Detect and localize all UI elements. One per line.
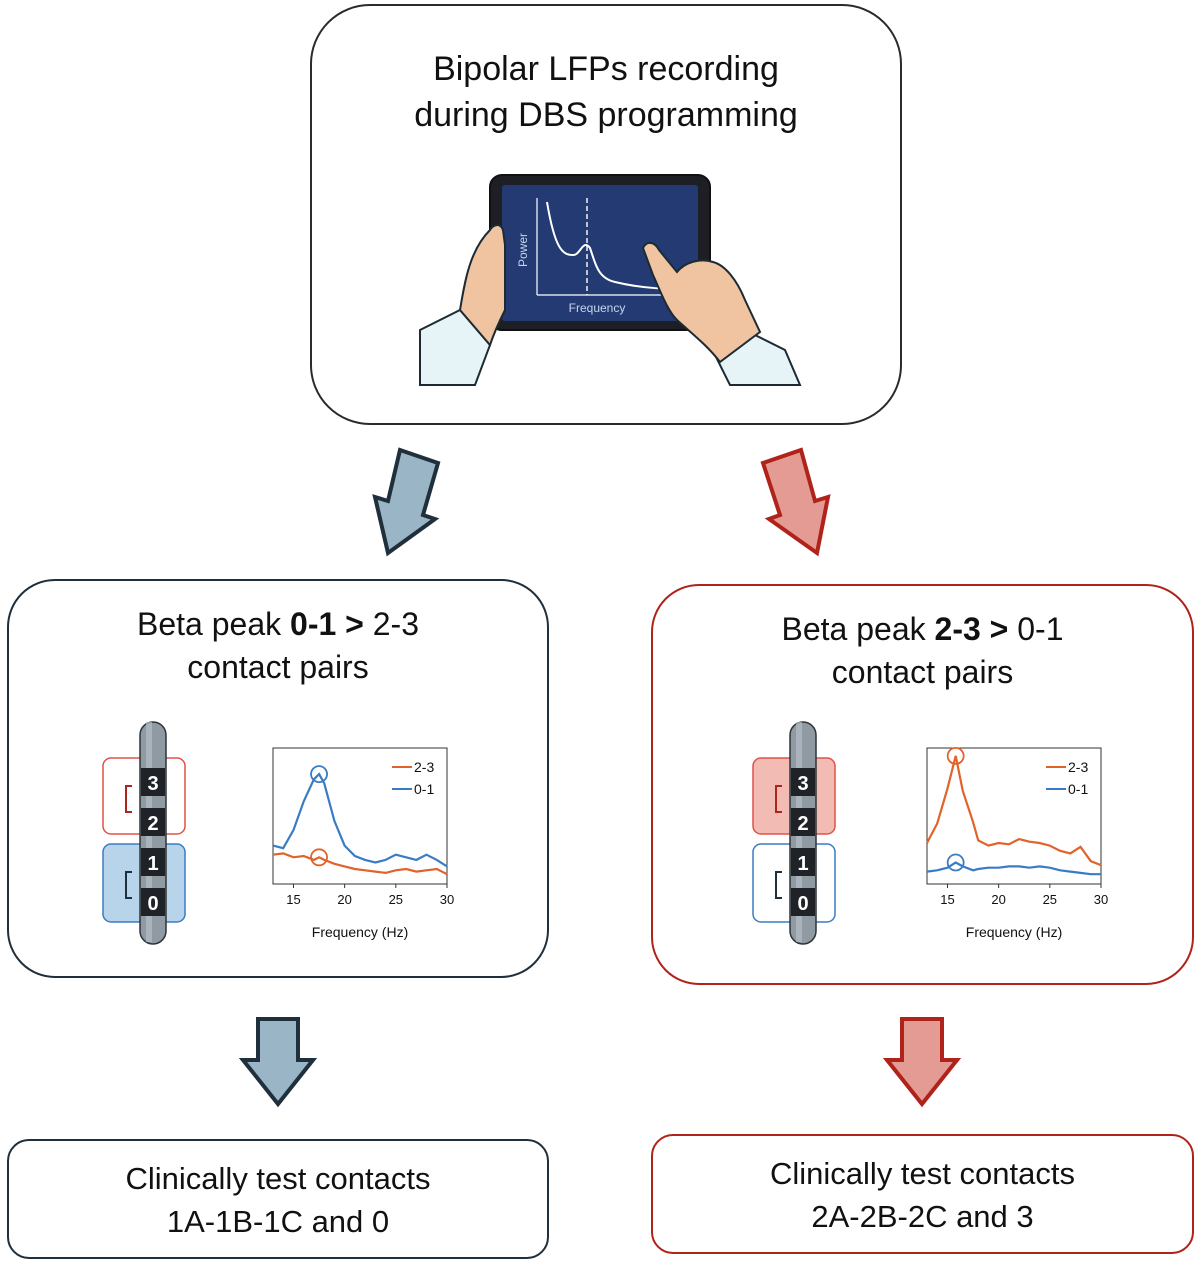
right-title-op: >: [980, 611, 1018, 647]
arrow-down-right-1: [760, 447, 831, 557]
contact-label-1: 1: [797, 853, 808, 875]
left-spectrum-chart: 15 20 25 30 2-3 0-1 Frequency (Hz): [272, 747, 454, 940]
left-title-op: >: [336, 606, 373, 642]
tablet-ylabel: Power: [516, 233, 530, 267]
peak-marker-23: [946, 746, 965, 765]
x-tick-label: 30: [1094, 892, 1108, 907]
left-result-box: Clinically test contacts 1A-1B-1C and 0: [7, 1139, 549, 1259]
left-hand: [458, 224, 506, 347]
top-step-box: Bipolar LFPs recording during DBS progra…: [310, 4, 902, 425]
right-condition-title: Beta peak 2-3 > 0-1 contact pairs: [653, 608, 1192, 694]
peak-marker-01: [946, 853, 965, 872]
arrow-down-right-2: [882, 1017, 962, 1108]
left-result-text: Clinically test contacts 1A-1B-1C and 0: [9, 1157, 547, 1243]
chart-xlabel: Frequency (Hz): [966, 924, 1062, 940]
contact-label-1: 1: [147, 853, 158, 875]
right-title-line2: contact pairs: [831, 654, 1014, 690]
left-sleeve: [419, 308, 492, 386]
right-electrode: 3 2 1 0: [752, 721, 836, 945]
chart-xlabel: Frequency (Hz): [312, 924, 408, 940]
electrode-contacts: [791, 768, 815, 916]
legend-label-23: 2-3: [414, 759, 434, 775]
right-result-text: Clinically test contacts 2A-2B-2C and 3: [653, 1152, 1192, 1238]
arrow-down-left-1: [372, 447, 441, 557]
series-line-01: [272, 772, 448, 868]
right-result-line1: Clinically test contacts: [770, 1156, 1075, 1191]
x-tick-label: 25: [389, 892, 403, 907]
left-result-line2: 1A-1B-1C and 0: [166, 1204, 390, 1239]
top-step-title: Bipolar LFPs recording during DBS progra…: [312, 46, 900, 138]
x-tick-label: 15: [940, 892, 954, 907]
contact-label-0: 0: [147, 893, 158, 915]
x-tick-label: 20: [337, 892, 351, 907]
right-hand: [641, 242, 762, 364]
series-line-01: [926, 861, 1101, 876]
right-result-box: Clinically test contacts 2A-2B-2C and 3: [651, 1134, 1194, 1254]
legend-label-01: 0-1: [1068, 781, 1088, 797]
contact-label-3: 3: [797, 773, 808, 795]
x-tick-label: 20: [991, 892, 1005, 907]
tablet-spectrum: [546, 201, 678, 290]
top-title-line2: during DBS programming: [414, 96, 798, 134]
left-condition-title: Beta peak 0-1 > 2-3 contact pairs: [9, 603, 547, 689]
left-electrode: 3 2 1 0: [102, 721, 186, 945]
contact-label-0: 0: [797, 893, 808, 915]
series-line-23: [926, 755, 1102, 867]
left-title-pre: Beta peak: [137, 606, 291, 642]
chart-frame: [272, 747, 448, 885]
contact-label-3: 3: [147, 773, 158, 795]
right-title-post: 0-1: [1017, 611, 1064, 647]
x-tick-label: 30: [440, 892, 454, 907]
right-condition-box: Beta peak 2-3 > 0-1 contact pairs: [651, 584, 1194, 985]
peak-marker-23: [310, 848, 328, 867]
legend-label-01: 0-1: [414, 781, 434, 797]
right-title-pre: Beta peak: [781, 611, 935, 647]
chart-frame: [926, 747, 1102, 885]
arrow-down-left-2: [238, 1017, 318, 1108]
top-title-line1: Bipolar LFPs recording: [433, 50, 779, 88]
right-spectrum-chart: 15 20 25 30 2-3 0-1 Frequency (Hz): [926, 746, 1108, 940]
tablet-xlabel: Frequency: [569, 301, 626, 315]
x-tick-label: 25: [1043, 892, 1057, 907]
electrode-contacts: [141, 768, 165, 916]
contact-label-2: 2: [797, 813, 808, 835]
left-title-post: 2-3: [372, 606, 419, 642]
left-title-line2: contact pairs: [187, 649, 369, 685]
tablet-illustration: Power Frequency: [419, 174, 802, 386]
right-title-bold: 2-3: [934, 611, 981, 647]
peak-marker-01: [310, 765, 328, 784]
right-result-line2: 2A-2B-2C and 3: [811, 1199, 1034, 1234]
series-line-23: [272, 852, 448, 876]
left-title-bold: 0-1: [290, 606, 337, 642]
contact-label-2: 2: [147, 813, 158, 835]
left-result-line1: Clinically test contacts: [125, 1161, 431, 1196]
x-tick-label: 15: [286, 892, 300, 907]
legend-label-23: 2-3: [1068, 759, 1088, 775]
